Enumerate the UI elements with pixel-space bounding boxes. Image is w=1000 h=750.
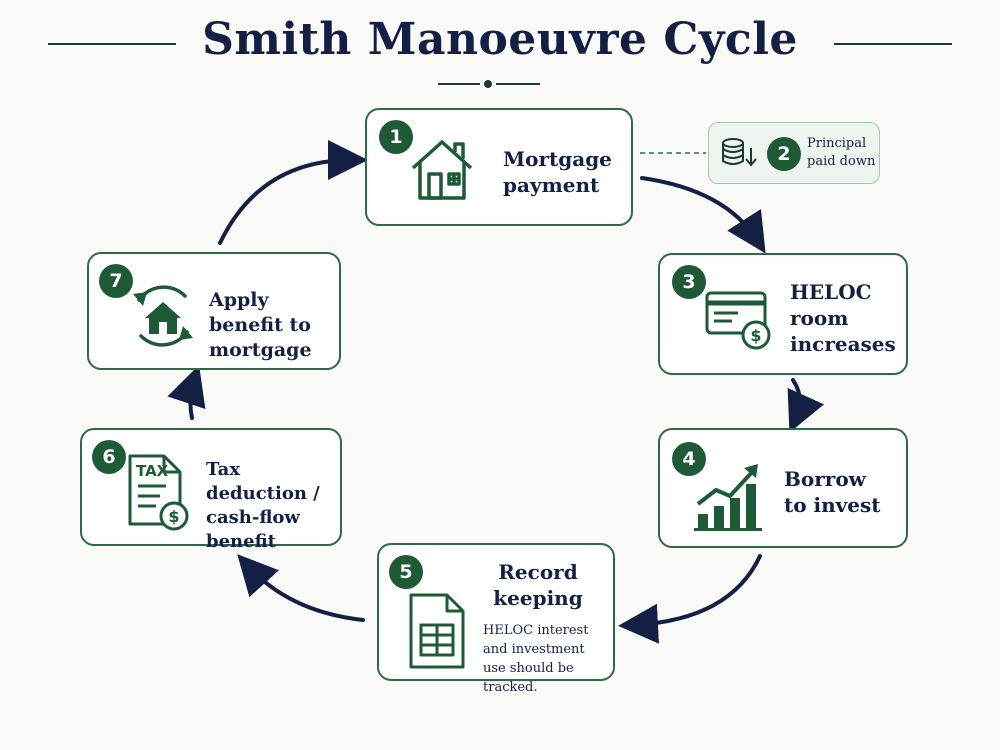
diagram-title: Smith Manoeuvre Cycle [202, 14, 798, 65]
step-1-label: Mortgage payment [503, 147, 612, 197]
credit-card-dollar-icon: $ [705, 291, 771, 350]
tax-document-text: TAX [136, 462, 169, 480]
step-4-badge: 4 [672, 442, 706, 476]
step-4-label: Borrow to invest [784, 467, 881, 517]
house-cycle-icon [133, 285, 193, 347]
arrow-5-to-6 [237, 554, 365, 622]
step-7-card: 7 Apply benefit to mortgage [87, 252, 341, 370]
step-1-card: 1 Mortgage payment [365, 108, 633, 226]
step-3-label: HELOC room increases [790, 280, 896, 356]
step-5-label: Record keeping [493, 560, 583, 610]
arrow-6-to-7 [167, 364, 206, 420]
arrow-1-to-3 [640, 176, 766, 254]
arrow-7-to-1 [218, 140, 368, 245]
step-2-badge: 2 [767, 137, 801, 171]
step-2-label: Principal paid down [807, 136, 876, 169]
svg-text:$: $ [750, 326, 761, 345]
title-underline-dot [484, 80, 492, 88]
step-3-card: 3 $ HELOC room increases [658, 253, 908, 375]
coins-down-icon [722, 138, 757, 167]
step-4-card: 4 Borrow to invest [658, 428, 908, 548]
tax-document-icon: $ [128, 454, 189, 531]
title-rule-right [834, 43, 952, 45]
step-2-card: 2 Principal paid down [708, 122, 880, 184]
step-1-badge: 1 [379, 120, 413, 154]
arrow-3-to-4 [787, 378, 825, 433]
svg-text:$: $ [168, 507, 179, 526]
arrow-4-to-5 [618, 554, 762, 644]
house-icon [411, 140, 473, 200]
step-6-card: 6 $ TAX Tax deduction / cash-flow benefi… [80, 428, 342, 552]
growth-chart-icon [694, 464, 762, 531]
step-5-note: HELOC interest and investment use should… [483, 623, 589, 695]
step-3-badge: 3 [672, 265, 706, 299]
step-6-badge: 6 [92, 440, 126, 474]
title-underline-left [438, 83, 480, 85]
spreadsheet-icon [409, 593, 465, 669]
step-5-card: 5 Record keeping HELOC interest and inve… [377, 543, 615, 695]
step-7-badge: 7 [99, 264, 133, 298]
title-underline-right [496, 83, 540, 85]
title-rule-left [48, 43, 176, 45]
step-6-label: Tax deduction / cash-flow benefit [206, 459, 320, 552]
step-7-label: Apply benefit to mortgage [209, 289, 312, 361]
step-5-badge: 5 [389, 555, 423, 589]
